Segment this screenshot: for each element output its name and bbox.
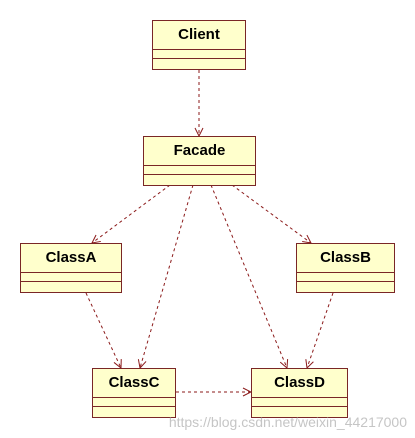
edge-facade-classB [231, 184, 311, 243]
edge-classA-classC [85, 292, 121, 368]
class-classC-name: ClassC [93, 369, 175, 398]
edge-facade-classA [92, 184, 171, 243]
watermark-url: https://blog.csdn.net/weixin_44217000 [168, 414, 407, 430]
class-classD-name: ClassD [252, 369, 347, 398]
class-facade-attributes [144, 166, 255, 175]
class-classA[interactable]: ClassA [20, 243, 122, 293]
class-classB-name: ClassB [297, 244, 394, 273]
edge-facade-classC [140, 184, 194, 368]
class-facade-operations [144, 175, 255, 185]
class-facade-name: Facade [144, 137, 255, 166]
class-client-attributes [153, 50, 245, 59]
class-classC[interactable]: ClassC [92, 368, 176, 418]
class-classB-operations [297, 282, 394, 292]
edge-facade-classD [210, 184, 287, 368]
class-client-name: Client [153, 21, 245, 50]
class-facade[interactable]: Facade [143, 136, 256, 186]
class-classB-attributes [297, 273, 394, 282]
edge-classB-classD [307, 292, 334, 368]
class-classA-name: ClassA [21, 244, 121, 273]
class-classD[interactable]: ClassD [251, 368, 348, 418]
class-classA-attributes [21, 273, 121, 282]
class-client[interactable]: Client [152, 20, 246, 70]
class-classB[interactable]: ClassB [296, 243, 395, 293]
class-client-operations [153, 59, 245, 69]
class-classC-attributes [93, 398, 175, 407]
class-classD-attributes [252, 398, 347, 407]
class-classC-operations [93, 407, 175, 417]
class-classA-operations [21, 282, 121, 292]
